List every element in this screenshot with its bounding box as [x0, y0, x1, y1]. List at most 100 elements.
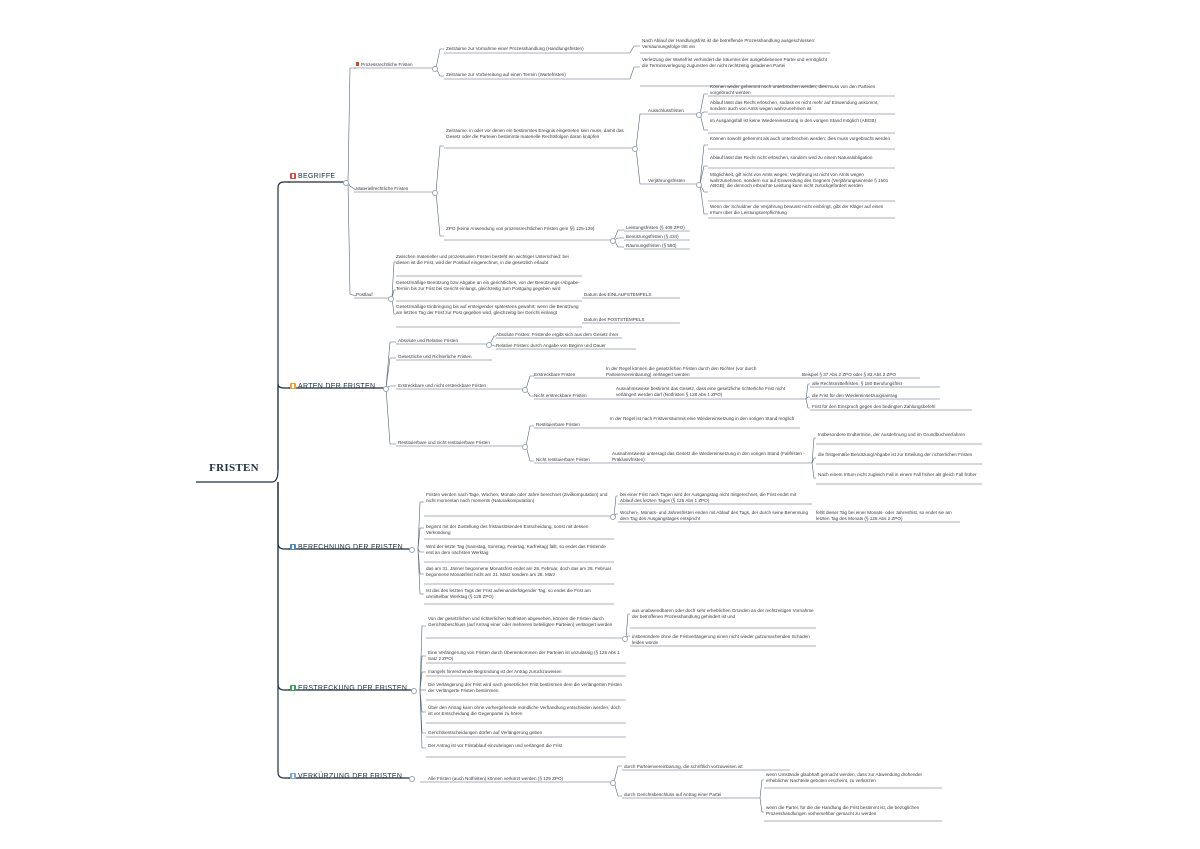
branch-erstreckung[interactable]: ERSTRECKUNG DER FRISTEN [290, 685, 407, 692]
node-tagesfrist[interactable]: bei einer Frist nach Tagen wird der Ausg… [620, 492, 797, 503]
node-absolute-relative[interactable]: Absolute und Relative Fristen [398, 338, 459, 343]
node-verlaengerung-bestimmung[interactable]: Die Verlängerung der Frist wird nach ges… [428, 682, 623, 693]
node-ausschluss-1[interactable]: Können weder gehemmt noch unterbrochen w… [710, 84, 876, 95]
node-handlungsfristen[interactable]: Zeiträume zur Vornahme einer Prozesshand… [446, 46, 584, 51]
collapse-toggle[interactable] [610, 514, 616, 520]
node-verjaehrung-4[interactable]: Wenn der Schuldner die Verjährung bewuss… [710, 204, 884, 215]
node-verjaehrung-3[interactable]: Möglichkeit, gilt nicht von Amts wegen; … [710, 172, 889, 189]
node-parteienvereinbarung[interactable]: durch Parteienvereinbarung, die schriftl… [624, 764, 743, 769]
node-antrag-fristablauf[interactable]: Der Antrag ist vor Fristablauf einzubrin… [428, 743, 563, 748]
collapse-toggle[interactable] [610, 238, 616, 244]
node-postlauf[interactable]: Postlauf [356, 292, 373, 297]
node-erstreckbar-beispiel[interactable]: Beispiel § 37 Abs 2 ZPO oder § 83 Abs 2 … [802, 372, 896, 377]
node-gesetzliche-richterliche[interactable]: Gesetzliche und Richterliche Fristen [398, 354, 472, 359]
node-materiellrechtliche-fristen[interactable]: Materiellrechtliche Fristen [356, 186, 409, 191]
node-gerichtsentscheidung[interactable]: Gerichtsentscheidungen dürfen auf Verlän… [428, 730, 543, 735]
node-terminsverlegung[interactable]: Verletzung der Wartefrist verhindert die… [642, 57, 827, 68]
node-erstreckbar[interactable]: Erstreckbare und nicht erstreckbare Fris… [398, 383, 487, 388]
node-nicht-erstreckbare-fristen[interactable]: Nicht erstreckbare Fristen [534, 393, 587, 398]
node-werktag[interactable]: Ist das des letzten Tags der Frist aufei… [426, 588, 591, 599]
node-ausschluss-3[interactable]: im Ausgangsfall ist keine Wiedereinsetzu… [710, 118, 876, 123]
flag-icon [290, 544, 296, 550]
node-verjaehrung-1[interactable]: Können sowohl gehemmt als auch unterbroc… [710, 136, 891, 141]
collapse-toggle[interactable] [522, 444, 528, 450]
collapse-toggle[interactable] [522, 387, 528, 393]
collapse-toggle[interactable] [610, 780, 616, 786]
collapse-toggle[interactable] [411, 688, 417, 694]
collapse-toggle[interactable] [486, 342, 492, 348]
flag-icon [290, 173, 296, 179]
node-fallfristen[interactable]: Ausnahmsweise untersagt das Gesetz die W… [612, 451, 805, 462]
node-erstreckbare-fristen[interactable]: Erstreckbare Fristen [534, 372, 576, 377]
node-wochen-monats-jahresfrist[interactable]: Wochen-, Monats- und Jahresfristen enden… [620, 510, 809, 521]
node-monatsende[interactable]: fehlt dieser Tag bei einer Monats- oder … [816, 510, 952, 521]
node-wartefristen[interactable]: Zeiträume zur Vorbereitung auf einen Ter… [446, 72, 566, 77]
node-rechtsmittelfristen[interactable]: alle Rechtsmittelfristen, § 180 Berufung… [812, 381, 902, 386]
branch-label: VERKÜRZUNG DER FRISTEN [298, 773, 403, 780]
node-postlauf-einlauf[interactable]: Gesetzmäßige Benützung bzw Abgabe an ein… [396, 280, 580, 291]
collapse-toggle[interactable] [696, 112, 702, 118]
branch-verkuerzung[interactable]: VERKÜRZUNG DER FRISTEN [290, 773, 402, 780]
node-ausschluss-2[interactable]: Ablauf lässt das Recht erlöschen, sodass… [710, 100, 879, 111]
branch-berechnung[interactable]: BERECHNUNG DER FRISTEN [290, 544, 403, 551]
node-relative-fristen[interactable]: Relative Fristen: durch Angabe von Begin… [496, 343, 606, 348]
node-unabwendbare-gruende[interactable]: aus unabwendbaren oder doch sehr erhebli… [632, 608, 814, 619]
node-zpo-fristen[interactable]: ZPO (keine Anwendung von prozessrechtlic… [446, 226, 595, 231]
node-parteienuebereinkommen[interactable]: Eine Verlängerung von Fristen durch Über… [428, 650, 620, 661]
node-poststempel[interactable]: Datum des POSTSTEMPELS [584, 317, 645, 322]
node-monatsfrist-beispiel[interactable]: das am 31. Jänner begonnene Monatsfrist … [426, 566, 612, 577]
node-prozesshandlungen[interactable]: wenn die Partei, für die die Handlung di… [766, 805, 920, 816]
collapse-toggle[interactable] [383, 386, 389, 392]
node-notfristen[interactable]: Ausnahmsweise bestimmt das Gesetz, dass … [616, 386, 786, 397]
node-absolute-fristen[interactable]: Absolute Fristen: Fristende ergibt sich … [496, 332, 619, 337]
node-restituierbar-regel[interactable]: In der Regel ist nach Fristversäumnis ei… [610, 416, 795, 421]
collapse-toggle[interactable] [432, 66, 438, 72]
node-nicht-restituierbare-fristen[interactable]: Nicht restituierbare Fristen [536, 457, 590, 462]
branch-begriffe[interactable]: BEGRIFFE [290, 173, 335, 180]
node-zahlungsbefehl[interactable]: Frist für den Einspruch gegen den beding… [812, 404, 936, 409]
node-verjaehrungsfristen[interactable]: Verjährungsfristen [648, 178, 686, 183]
node-fristbeginn[interactable]: beginnt mit der Zustellung des fristausl… [426, 524, 589, 535]
branch-label: BEGRIFFE [298, 173, 336, 180]
node-ausschlussfristen[interactable]: Ausschlussfristen [648, 108, 684, 113]
node-versaeumungsfolge[interactable]: Nach Ablauf der Handlungsfrist ist die b… [642, 38, 816, 49]
collapse-toggle[interactable] [343, 180, 349, 186]
node-wiedereinsetzungsantrag[interactable]: die Frist für den Wiedereinsetzungsantra… [812, 393, 898, 398]
collapse-toggle[interactable] [632, 146, 638, 152]
collapse-toggle[interactable] [409, 547, 415, 553]
flag-icon [290, 383, 296, 389]
node-endtermine[interactable]: Insbesondere Endtermine, der Ausdehnung … [818, 432, 966, 437]
node-postlauf-post[interactable]: Gesetzmäßige Einbringung bis auf ersteig… [396, 304, 579, 315]
collapse-toggle[interactable] [409, 776, 415, 782]
node-schaden[interactable]: insbesondere ohne die Fristverlängerung … [632, 634, 810, 645]
node-verjaehrung-2[interactable]: Ablauf lässt das Recht nicht erlöschen, … [710, 155, 873, 160]
node-gegenpartei[interactable]: Über den Antrag kann ohne vorhergehende … [428, 705, 621, 716]
node-raeumungsfristen[interactable]: Räumungsfristen (§ 580) [626, 243, 677, 248]
node-restituierbare-fristen[interactable]: Restituierbare Fristen [536, 422, 580, 427]
node-zurueckweisung[interactable]: mangels hinreichende Begründung ist der … [428, 669, 562, 674]
node-erstreckbar-regel[interactable]: In der Regel können die gesetzlichen Fri… [606, 366, 757, 377]
root-topic[interactable]: FRISTEN [209, 462, 259, 474]
branch-label: BERECHNUNG DER FRISTEN [298, 544, 403, 551]
flag-icon [290, 773, 296, 779]
node-restituierbar[interactable]: Restituierbare und nicht restituierbare … [398, 440, 490, 445]
branch-arten[interactable]: ARTEN DER FRISTEN [290, 383, 375, 390]
node-verlaengerung-beschluss[interactable]: Von der gesetzlichen und richterlichen N… [428, 616, 613, 627]
node-zivilkomputation[interactable]: Fristen werden nach Tage, Wochen, Monate… [426, 492, 608, 503]
node-postlauf-intro[interactable]: Zwischen materieller und prozessualen Fr… [396, 254, 569, 265]
node-abwendung-nachteile[interactable]: wenn Umstände glaubhaft gemacht werden, … [766, 772, 923, 783]
node-gerichtsbeschluss[interactable]: durch Gerichtsbeschluss auf Antrag einer… [624, 792, 722, 797]
node-feiertag[interactable]: Wird der letzte Tag (Samstag, Sonntag, F… [426, 544, 606, 555]
collapse-toggle[interactable] [696, 182, 702, 188]
node-alle-fristen-verkuerzt[interactable]: Alle Fristen (auch Notfristen) können ve… [428, 776, 564, 781]
node-materiell-definition[interactable]: Zeiträume, in oder vor denen ein bestimm… [446, 128, 624, 139]
node-leistungsfristen[interactable]: Leistungsfristen (§ 409 ZPO) [626, 225, 685, 230]
collapse-toggle[interactable] [432, 190, 438, 196]
collapse-toggle[interactable] [388, 296, 394, 302]
node-einlaufstempel[interactable]: Datum des EINLAUFSTEMPELS [584, 292, 652, 297]
node-prozessrechtliche-fristen[interactable]: Prozessrechtliche Fristen [356, 62, 413, 68]
node-benuetzungsfristen[interactable]: Benützungsfristen (§ 434) [626, 234, 679, 239]
collapse-toggle[interactable] [622, 636, 628, 642]
node-fristgemaess[interactable]: die fristgemäße Benützung/Abgabe ist zur… [818, 452, 973, 457]
node-irrtum[interactable]: Nach einem Irrtum nicht zugleich Fall in… [818, 472, 977, 477]
